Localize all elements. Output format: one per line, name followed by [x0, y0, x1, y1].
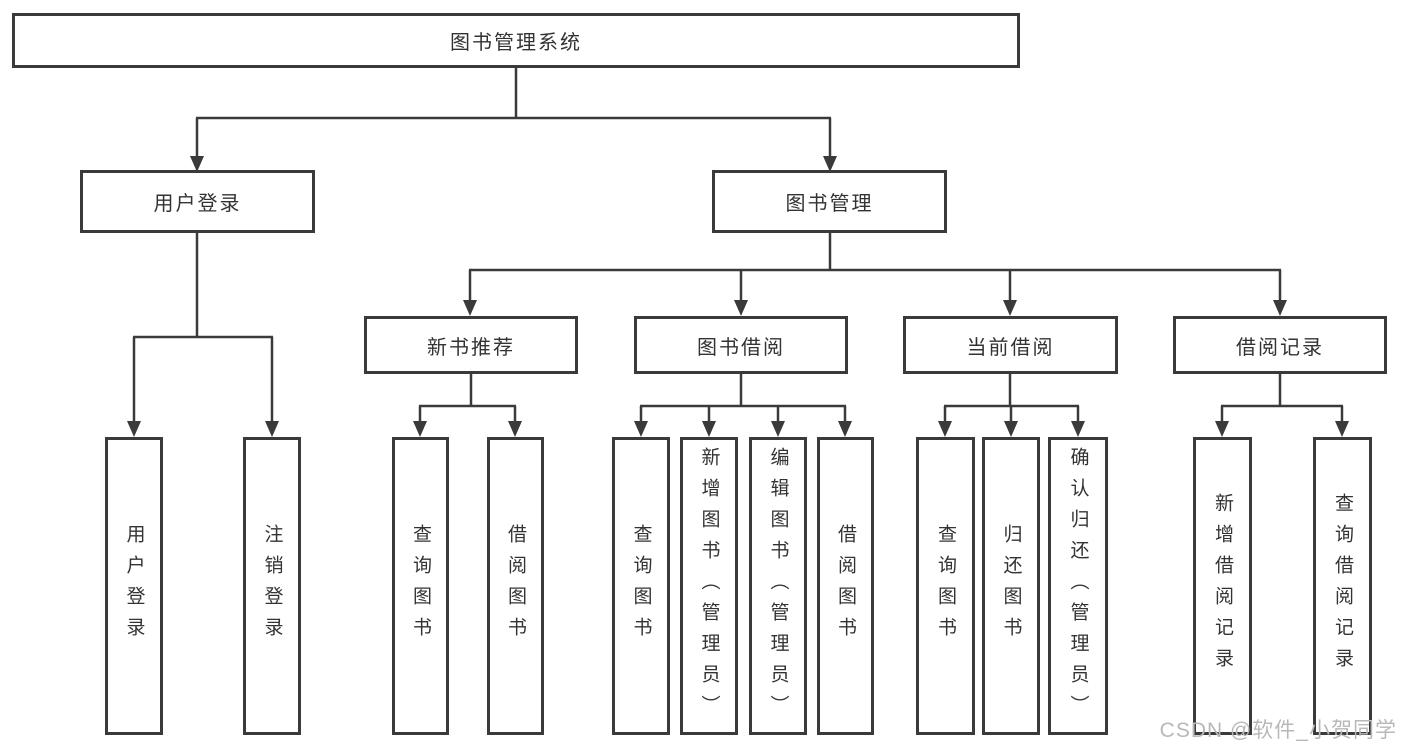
leaf-user-login: 用户登录	[105, 437, 163, 735]
node-borrow-records: 借阅记录	[1173, 316, 1387, 374]
arrowhead	[1003, 300, 1017, 316]
leaf-borrowing-borrow-books: 借阅图书	[817, 437, 874, 735]
arrowhead	[1215, 421, 1229, 437]
leaf-logout-login: 注销登录	[243, 437, 301, 735]
leaf-recommend-borrow-books: 借阅图书	[487, 437, 544, 735]
watermark: CSDN @软件_小贺同学	[1159, 719, 1397, 742]
arrowhead	[734, 300, 748, 316]
node-library-system: 图书管理系统	[12, 13, 1020, 68]
node-current-borrowing: 当前借阅	[903, 316, 1118, 374]
arrowhead	[1071, 421, 1085, 437]
node-new-book-recommend: 新书推荐	[364, 316, 578, 374]
leaf-borrowing-query-books: 查询图书	[612, 437, 670, 735]
leaf-current-query-books: 查询图书	[916, 437, 975, 735]
node-book-borrowing: 图书借阅	[634, 316, 848, 374]
arrowhead	[265, 421, 279, 437]
leaf-recommend-query-books: 查询图书	[392, 437, 449, 735]
leaf-current-confirm-return-admin: 确认归还（管理员）	[1048, 437, 1108, 735]
arrowhead	[938, 421, 952, 437]
arrowhead	[127, 421, 141, 437]
arrowhead	[702, 421, 716, 437]
node-user-login: 用户登录	[80, 170, 315, 233]
node-book-management: 图书管理	[712, 170, 947, 233]
arrowhead	[1273, 300, 1287, 316]
leaf-borrowing-add-books-admin: 新增图书（管理员）	[680, 437, 738, 735]
arrowhead	[771, 421, 785, 437]
leaf-records-query-borrow-record: 查询借阅记录	[1313, 437, 1372, 735]
arrowhead	[413, 421, 427, 437]
leaf-borrowing-edit-books-admin: 编辑图书（管理员）	[749, 437, 807, 735]
arrowhead	[1335, 421, 1349, 437]
leaf-records-add-borrow-record: 新增借阅记录	[1193, 437, 1252, 735]
arrowhead	[634, 421, 648, 437]
arrowhead	[1004, 421, 1018, 437]
arrowhead	[463, 300, 477, 316]
leaf-current-return-books: 归还图书	[982, 437, 1040, 735]
arrowhead	[508, 421, 522, 437]
arrowhead	[838, 421, 852, 437]
